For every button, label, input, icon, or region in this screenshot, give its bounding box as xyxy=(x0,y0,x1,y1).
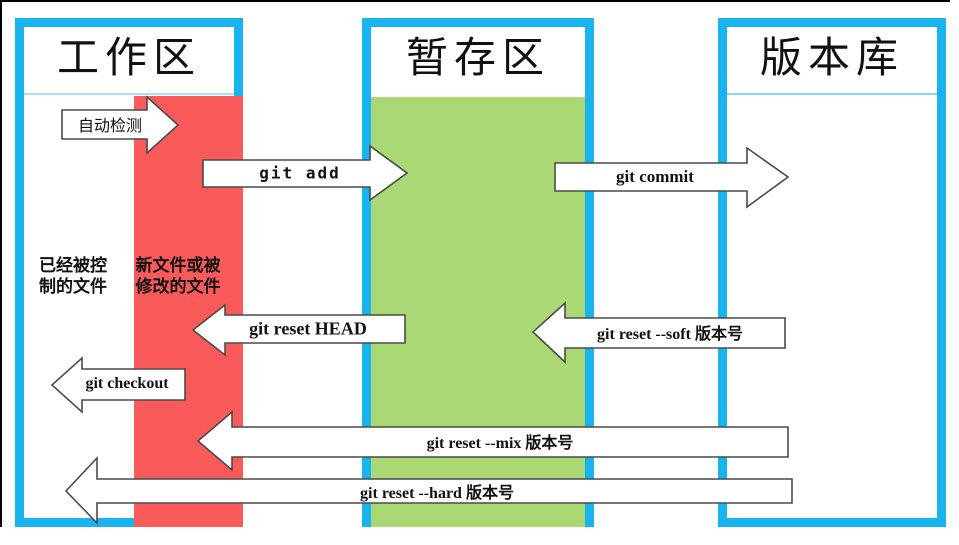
frame-left-line xyxy=(0,0,2,527)
git-commit-arrow xyxy=(554,146,790,209)
workspace-title-divider xyxy=(24,93,234,95)
git-add-arrow xyxy=(202,144,409,202)
frame-top-line xyxy=(0,0,950,2)
repository-box: 版本库 xyxy=(718,18,946,527)
repository-title-divider xyxy=(727,93,937,95)
git-reset-mix-label: git reset --mix 版本号 xyxy=(426,435,574,452)
repository-title: 版本库 xyxy=(759,36,904,82)
git-reset-hard-arrow xyxy=(64,455,793,525)
workspace-title: 工作区 xyxy=(56,36,201,82)
git-reset-soft-arrow xyxy=(531,301,786,364)
git-checkout-label: git checkout xyxy=(85,375,169,392)
new-modified-files-label: 新文件或被 修改的文件 xyxy=(135,256,221,296)
git-commit-label: git commit xyxy=(616,167,694,186)
git-reset-head-arrow xyxy=(191,303,406,357)
tracked-files-label: 已经被控 制的文件 xyxy=(39,256,107,296)
staging-title: 暂存区 xyxy=(405,36,550,82)
git-reset-mix-arrow xyxy=(196,410,789,472)
git-reset-head-label: git reset HEAD xyxy=(249,318,367,339)
git-reset-soft-label: git reset --soft 版本号 xyxy=(597,326,743,343)
git-add-label: git add xyxy=(259,163,341,183)
git-reset-hard-label: git reset --hard 版本号 xyxy=(360,485,514,502)
git-checkout-arrow xyxy=(50,356,186,414)
auto-detect-arrow xyxy=(61,95,180,155)
auto-detect-label: 自动检测 xyxy=(77,118,143,135)
